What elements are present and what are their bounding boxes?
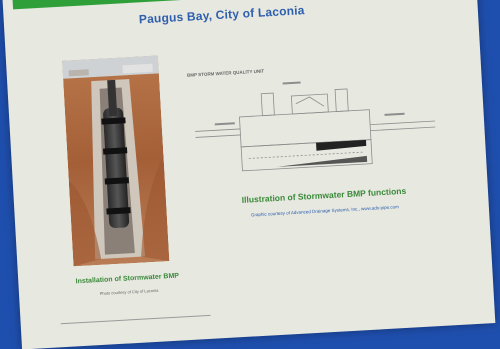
bmp-diagram	[182, 65, 453, 190]
bottom-divider	[60, 314, 211, 325]
photo-credit: Photo courtesy of City of Laconia	[99, 287, 159, 297]
installation-photo	[62, 55, 170, 267]
poster-header-band	[12, 0, 193, 10]
photo-caption: Installation of Stormwater BMP	[75, 272, 180, 286]
trench-photo-graphic	[62, 55, 170, 267]
poster-title: Paugus Bay, City of Laconia	[138, 3, 305, 27]
bmp-diagram-graphic	[195, 81, 436, 172]
